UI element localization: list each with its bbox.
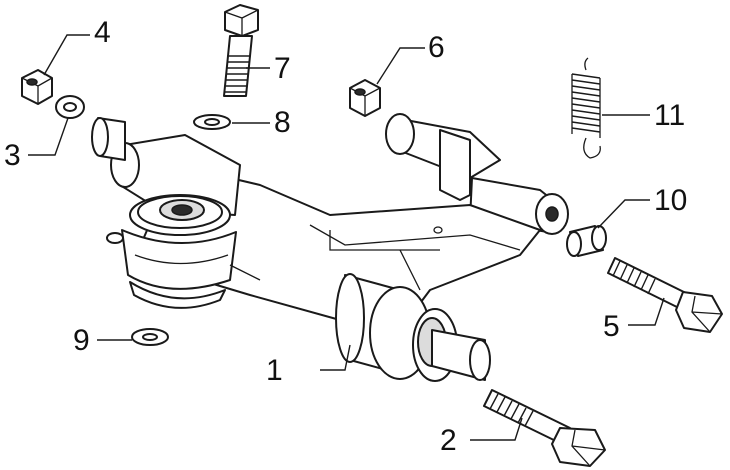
bolt-rear [607,257,723,333]
callout-11: 11 [654,99,686,132]
callout-2: 2 [440,424,457,457]
callout-7: 7 [274,52,291,85]
washer-left [55,95,85,119]
tension-spring [571,57,601,159]
callout-4: 4 [94,16,111,49]
nut-left [21,69,53,105]
washer-lower [131,328,169,346]
callout-5: 5 [603,310,620,343]
callout-9: 9 [73,324,90,357]
leader-lines [28,34,665,441]
callout-1: 1 [266,354,283,387]
control-arm [91,113,569,382]
callout-8: 8 [274,106,291,139]
bolt-vertical [223,4,259,97]
bolt-front [483,389,606,467]
callout-10: 10 [654,184,688,217]
nut-right [349,79,381,117]
callout-3: 3 [4,139,21,172]
spacer-bushing [566,225,607,257]
callout-6: 6 [428,31,445,64]
washer-upper [193,114,231,130]
